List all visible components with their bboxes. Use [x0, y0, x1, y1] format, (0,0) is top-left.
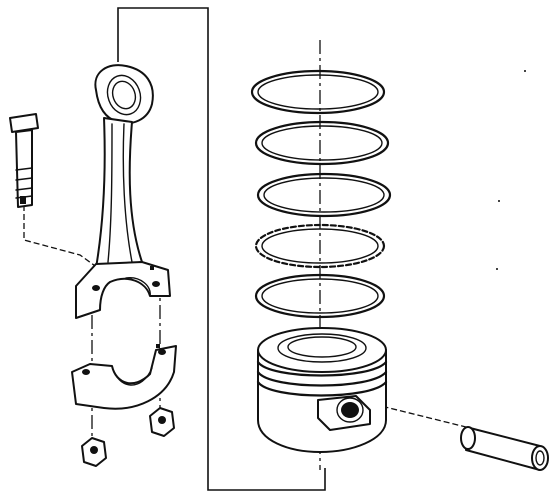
piston-ring-4-icon: [254, 273, 386, 319]
bolt-leader-line: [23, 205, 99, 269]
assembly-bracket: [117, 7, 326, 491]
piston-pin-icon: [460, 426, 549, 471]
nut-left-icon: [81, 437, 107, 467]
bolt-icon: [9, 113, 39, 208]
piston-ring-1-icon: [250, 69, 386, 115]
bearing-cap-icon: [71, 344, 177, 410]
scan-specks: [496, 70, 526, 270]
nut-right-icon: [149, 407, 175, 437]
oil-ring-expander-icon: [254, 223, 386, 269]
piston-icon: [256, 327, 388, 453]
connecting-rod-icon: [75, 64, 171, 319]
piston-ring-3-icon: [256, 172, 392, 218]
piston-ring-2-icon: [254, 120, 390, 166]
